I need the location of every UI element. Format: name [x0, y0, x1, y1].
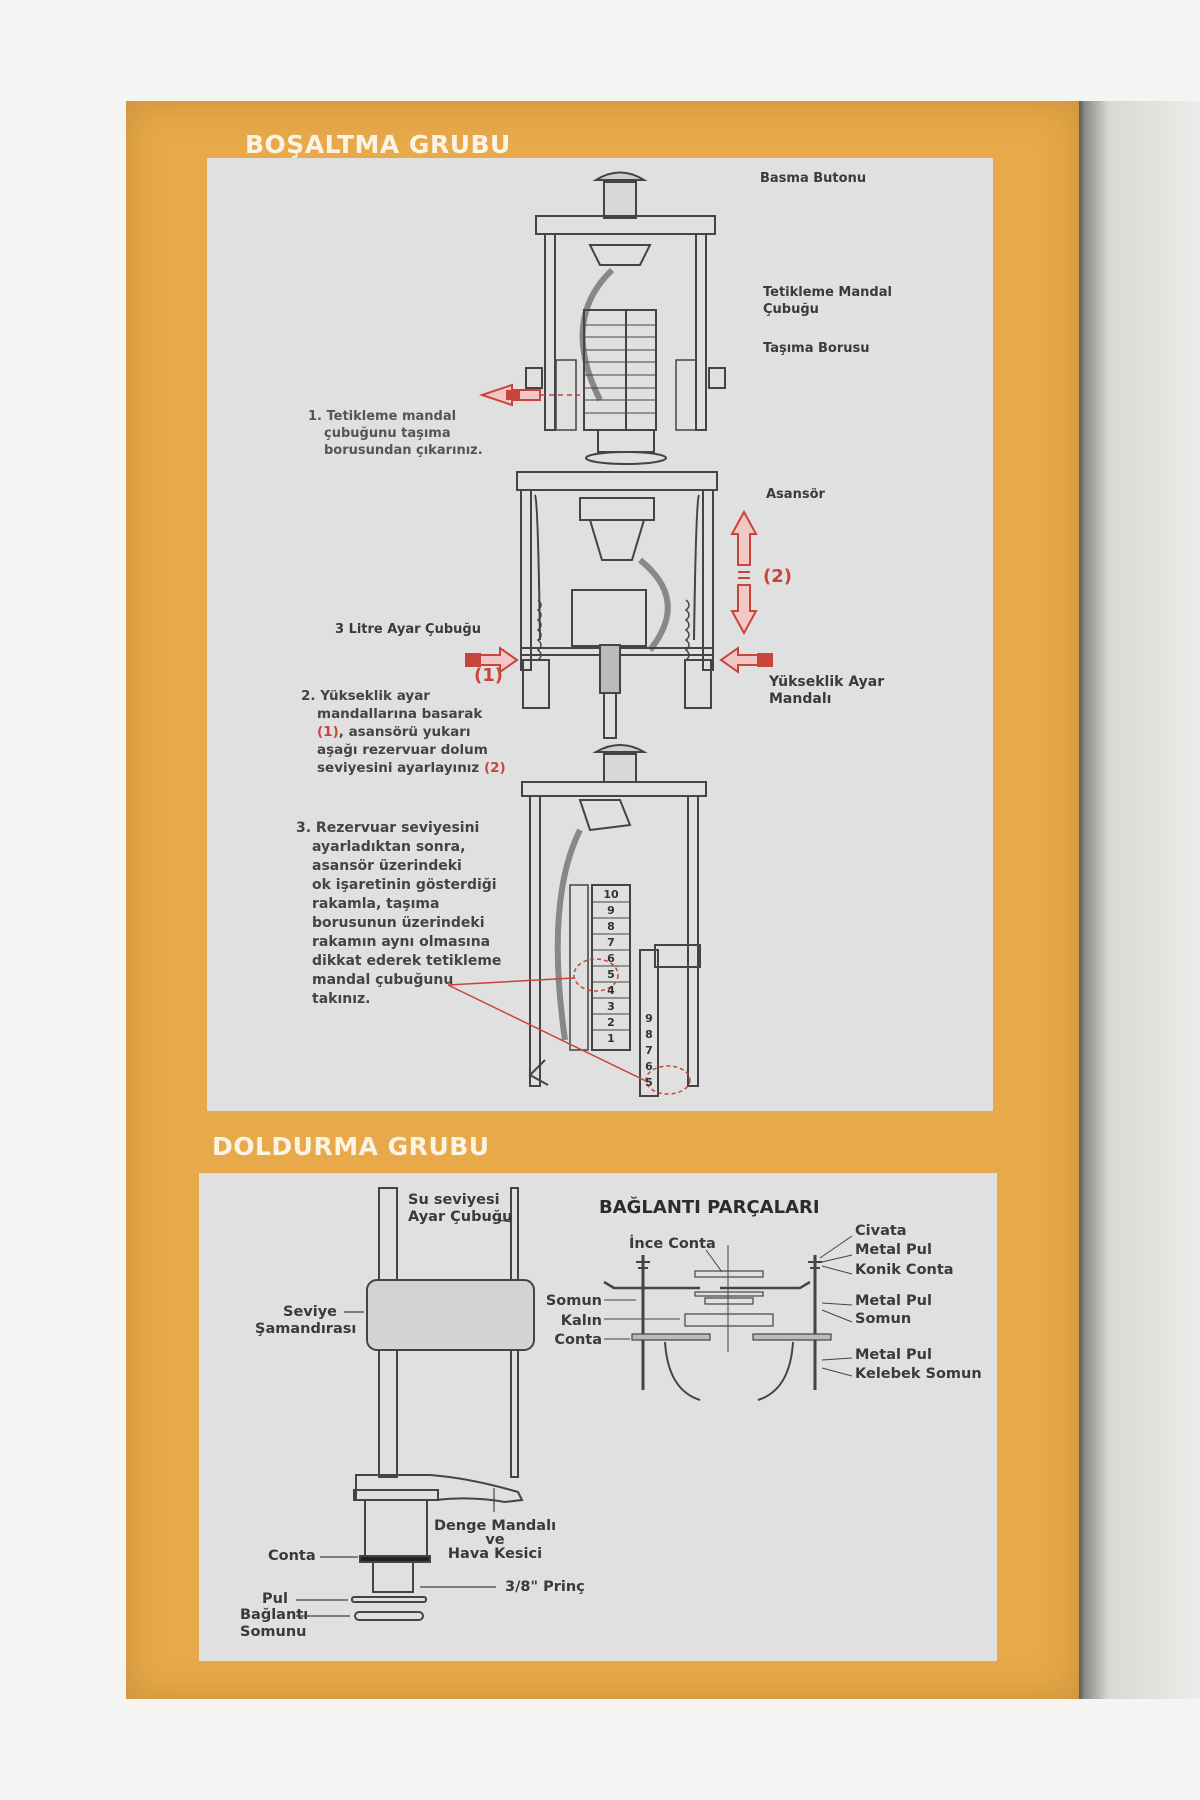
label-line: Çubuğu: [763, 302, 819, 317]
step-line: (1), asansörü yukarı: [301, 723, 506, 741]
label-line: Seviye: [283, 1304, 337, 1320]
scale-number: 2: [607, 1016, 615, 1029]
label-line: Kalın: [560, 1312, 602, 1329]
label-line: Hava Kesici: [447, 1546, 543, 1562]
label-overflow-pipe: Taşıma Borusu: [763, 341, 870, 356]
label-line: Somun: [545, 1293, 602, 1309]
scale-number: 9: [607, 904, 615, 917]
fittings-drawing: [603, 1235, 853, 1401]
step-line: çubuğunu taşıma: [324, 426, 451, 441]
step-line: asansör üzerindeki: [312, 858, 462, 874]
drain-assembly-top: [525, 171, 726, 465]
label-line: Ayar Çubuğu: [408, 1209, 513, 1225]
step-line: mandallarına basarak: [317, 706, 483, 722]
fitting-label: Kelebek Somun: [855, 1366, 982, 1382]
step-3-text: 3. Rezervuar seviyesini ayarladıktan sonr…: [296, 819, 501, 1009]
step-line: ok işaretinin gösterdiği: [312, 877, 497, 893]
fitting-label: Konik Conta: [855, 1262, 954, 1278]
label-float: Seviye Şamandırası: [255, 1304, 357, 1338]
pipe-scale-number: 7: [645, 1044, 653, 1057]
fitting-label: Metal Pul: [855, 1293, 932, 1309]
label-litre-rod: 3 Litre Ayar Çubuğu: [335, 622, 481, 637]
label-height-latch: Yükseklik Ayar Mandalı: [769, 674, 884, 708]
step-line: dikkat ederek tetikleme: [312, 953, 502, 969]
step-line: seviyesini ayarlayınız (2): [301, 759, 506, 777]
label-line: ve: [485, 1532, 505, 1548]
pipe-scale-number: 9: [645, 1012, 653, 1025]
fill-group-panel: [199, 1173, 997, 1661]
pipe-scale-number: 8: [645, 1028, 653, 1041]
scale-number: 5: [607, 968, 615, 981]
drain-group-title: BOŞALTMA GRUBU: [245, 130, 511, 159]
label-trigger-rod: Tetikleme Mandal Çubuğu: [763, 284, 892, 318]
step-line: 3. Rezervuar seviyesini: [296, 820, 480, 836]
step-line: 1. Tetikleme mandal: [308, 409, 457, 424]
scale-number: 6: [607, 952, 615, 965]
fill-group-title: DOLDURMA GRUBU: [212, 1132, 490, 1161]
drain-group-panel: [207, 158, 993, 1111]
marker-1: (1): [474, 665, 503, 686]
marker-2: (2): [763, 566, 792, 587]
fitting-label: Civata: [855, 1223, 907, 1239]
label-push-button: Basma Butonu: [760, 171, 867, 186]
fitting-label: Metal Pul: [855, 1242, 932, 1258]
ref-2: (2): [483, 760, 506, 776]
step-1-text: 1. Tetikleme mandal çubuğunu taşıma boru…: [308, 408, 483, 459]
label-line: Yükseklik Ayar: [769, 674, 885, 690]
box-side-edge: [1079, 101, 1200, 1699]
adjust-arrows: [465, 509, 773, 674]
step-line: rakamla, taşıma: [312, 896, 440, 912]
callout-lines: [447, 958, 691, 1095]
label-line: Tetikleme Mandal: [763, 285, 892, 300]
drain-assembly-bottom: [521, 744, 707, 1097]
fittings-title: BAĞLANTI PARÇALARI: [599, 1197, 820, 1218]
leader-lines: [296, 1219, 513, 1617]
label-line: Conta: [554, 1332, 602, 1348]
elevator-assembly: [516, 471, 718, 739]
label-level-rod: Su seviyesi Ayar Çubuğu: [408, 1192, 513, 1226]
label-washer: Pul: [262, 1591, 288, 1607]
scale-number: 4: [607, 984, 615, 997]
step-line: ayarladıktan sonra,: [312, 839, 466, 855]
scale-number: 7: [607, 936, 615, 949]
label-line: Bağlantı: [240, 1607, 309, 1623]
pipe-scale-number: 6: [645, 1060, 653, 1073]
scale-number: 8: [607, 920, 615, 933]
label-gasket: Conta: [268, 1548, 316, 1564]
fitting-label: Somun: [855, 1311, 912, 1327]
label-line: Su seviyesi: [408, 1192, 500, 1208]
step-line: borusunun üzerindeki: [312, 915, 485, 931]
fitting-label: Metal Pul: [855, 1347, 932, 1363]
label-line: Denge Mandalı: [433, 1518, 557, 1534]
step-line: rakamın aynı olmasına: [312, 934, 491, 950]
step-line: takınız.: [312, 991, 371, 1007]
step-2-text: 2. Yükseklik ayar mandallarına basarak (…: [301, 687, 506, 777]
label-line: Mandalı: [769, 691, 832, 707]
scale-number: 3: [607, 1000, 615, 1013]
label-thin-gasket: İnce Conta: [629, 1236, 716, 1252]
ref-1: (1): [317, 724, 339, 740]
label-elevator: Asansör: [766, 487, 825, 502]
scale-number: 1: [607, 1032, 615, 1045]
pipe-scale-number: 5: [645, 1076, 653, 1089]
label-line: Somunu: [240, 1624, 307, 1640]
fill-valve-drawing: [351, 1187, 535, 1621]
label-line: Şamandırası: [255, 1321, 357, 1337]
scale-number: 10: [603, 888, 619, 901]
step-text: seviyesini ayarlayınız: [317, 760, 484, 776]
step-line: aşağı rezervuar dolum: [317, 742, 488, 758]
step-line: borusundan çıkarınız.: [324, 443, 483, 458]
label-connection-nut: Bağlantı Somunu: [240, 1607, 309, 1641]
label-brass: 3/8" Prinç: [505, 1579, 585, 1595]
step-text: , asansörü yukarı: [338, 724, 471, 740]
step-line: mandal çubuğunu: [312, 972, 454, 988]
fittings-left-labels: Somun Kalın Conta: [520, 1292, 602, 1351]
label-balance-lever: Denge Mandalı ve Hava Kesici: [430, 1518, 560, 1562]
step-line: 2. Yükseklik ayar: [301, 688, 430, 704]
